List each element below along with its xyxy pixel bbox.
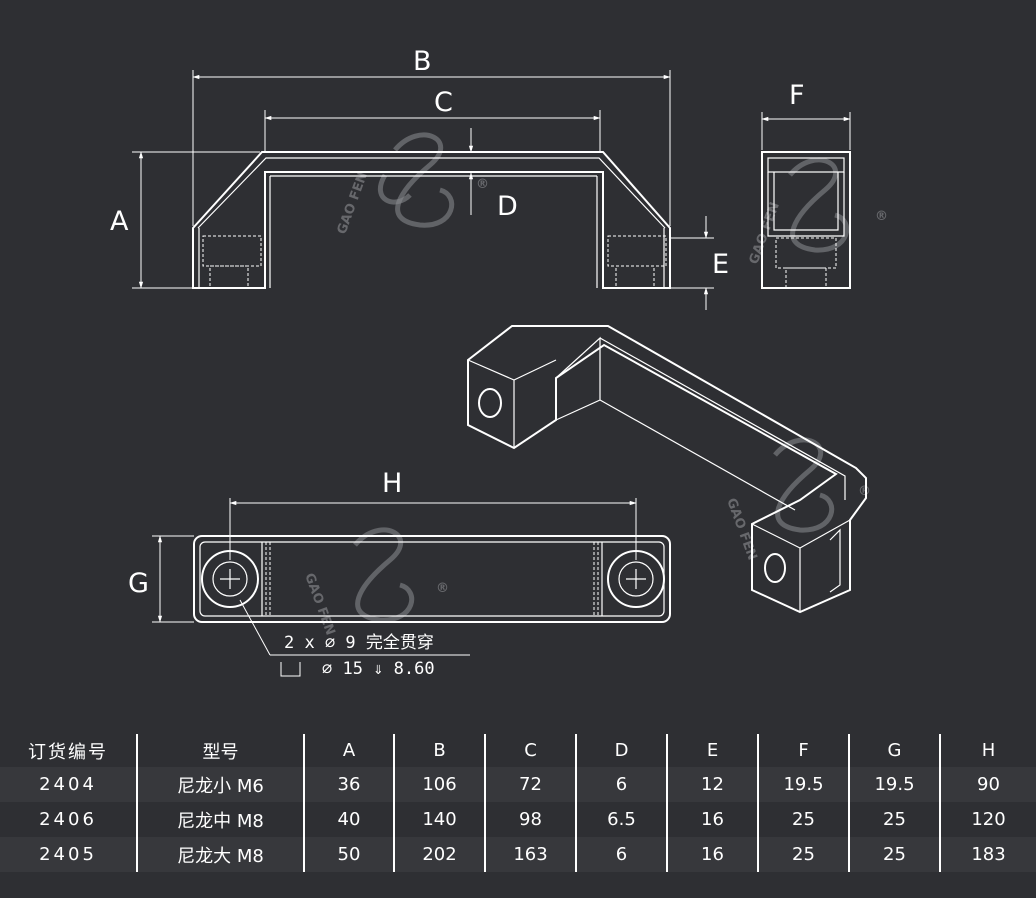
cell-model: 尼龙小 M6 (136, 767, 304, 802)
svg-text:GAO FEN: GAO FEN (723, 496, 759, 562)
svg-text:GAO FEN: GAO FEN (301, 571, 337, 637)
header-F: F (757, 734, 849, 767)
cell-E: 16 (666, 802, 758, 837)
cell-D: 6.5 (575, 802, 667, 837)
cell-A: 36 (303, 767, 394, 802)
dim-label-H: H (382, 468, 402, 499)
cell-model: 尼龙中 M8 (136, 802, 304, 837)
cell-order-no: 2406 (0, 802, 137, 837)
cell-model: 尼龙大 M8 (136, 837, 304, 872)
spec-table: 订货编号 型号 A B C D E F G H 2404 尼龙小 M6 36 1… (0, 734, 1036, 872)
header-G: G (848, 734, 940, 767)
svg-text:®: ® (436, 581, 449, 596)
header-A: A (303, 734, 394, 767)
cell-A: 50 (303, 837, 394, 872)
table-row: 2405 尼龙大 M8 50 202 163 6 16 25 25 183 (0, 837, 1036, 872)
cell-D: 6 (575, 767, 667, 802)
side-view: F (761, 80, 851, 289)
cell-F: 19.5 (757, 767, 849, 802)
header-C: C (484, 734, 576, 767)
cell-F: 25 (757, 802, 849, 837)
cell-B: 140 (393, 802, 485, 837)
cell-D: 6 (575, 837, 667, 872)
cell-order-no: 2405 (0, 837, 137, 872)
top-view: H G 2 x ∅ 9 完全贯穿 ∅ 15 ⇓ 8.60 (128, 468, 671, 679)
hole-note-line1: 2 x ∅ 9 完全贯穿 (284, 633, 434, 653)
header-D: D (575, 734, 667, 767)
isometric-view (467, 325, 867, 614)
dim-label-D: D (497, 191, 518, 222)
dim-A: A (110, 151, 260, 289)
dim-label-G: G (128, 568, 149, 599)
table-row: 2406 尼龙中 M8 40 140 98 6.5 16 25 25 120 (0, 802, 1036, 837)
dim-label-E: E (712, 249, 729, 280)
dim-label-A: A (110, 206, 129, 237)
cell-order-no: 2404 (0, 767, 137, 802)
svg-text:®: ® (476, 177, 489, 192)
dim-label-B: B (413, 46, 432, 77)
cell-F: 25 (757, 837, 849, 872)
header-E: E (666, 734, 758, 767)
table-row: 2404 尼龙小 M6 36 106 72 6 12 19.5 19.5 90 (0, 767, 1036, 802)
cell-E: 12 (666, 767, 758, 802)
cell-E: 16 (666, 837, 758, 872)
dim-label-C: C (434, 87, 453, 118)
svg-text:GAO FEN: GAO FEN (747, 200, 783, 266)
cell-G: 19.5 (848, 767, 940, 802)
svg-text:®: ® (875, 209, 888, 224)
dim-D: D (468, 128, 518, 222)
technical-drawing: GAO FEN ® GAO FEN ® GAO FEN ® GAO FEN ® … (110, 46, 888, 679)
cell-H: 183 (939, 837, 1036, 872)
dim-label-F: F (789, 80, 805, 111)
header-model: 型号 (136, 734, 304, 767)
header-B: B (393, 734, 485, 767)
svg-text:GAO FEN: GAO FEN (335, 170, 371, 236)
cell-B: 202 (393, 837, 485, 872)
cell-C: 98 (484, 802, 576, 837)
cell-C: 72 (484, 767, 576, 802)
header-H: H (939, 734, 1036, 767)
cell-G: 25 (848, 802, 940, 837)
cell-A: 40 (303, 802, 394, 837)
svg-text:®: ® (858, 484, 871, 499)
front-view (192, 151, 671, 289)
cell-G: 25 (848, 837, 940, 872)
cell-B: 106 (393, 767, 485, 802)
cell-H: 90 (939, 767, 1036, 802)
hole-note-line2: ∅ 15 ⇓ 8.60 (322, 659, 435, 679)
dim-B: B (192, 46, 671, 226)
table-header-row: 订货编号 型号 A B C D E F G H (0, 734, 1036, 767)
dim-C: C (264, 87, 601, 152)
header-order-no: 订货编号 (0, 734, 137, 767)
watermark-logo-front: GAO FEN ® (335, 132, 489, 236)
dim-E: E (670, 216, 729, 310)
cell-H: 120 (939, 802, 1036, 837)
cell-C: 163 (484, 837, 576, 872)
